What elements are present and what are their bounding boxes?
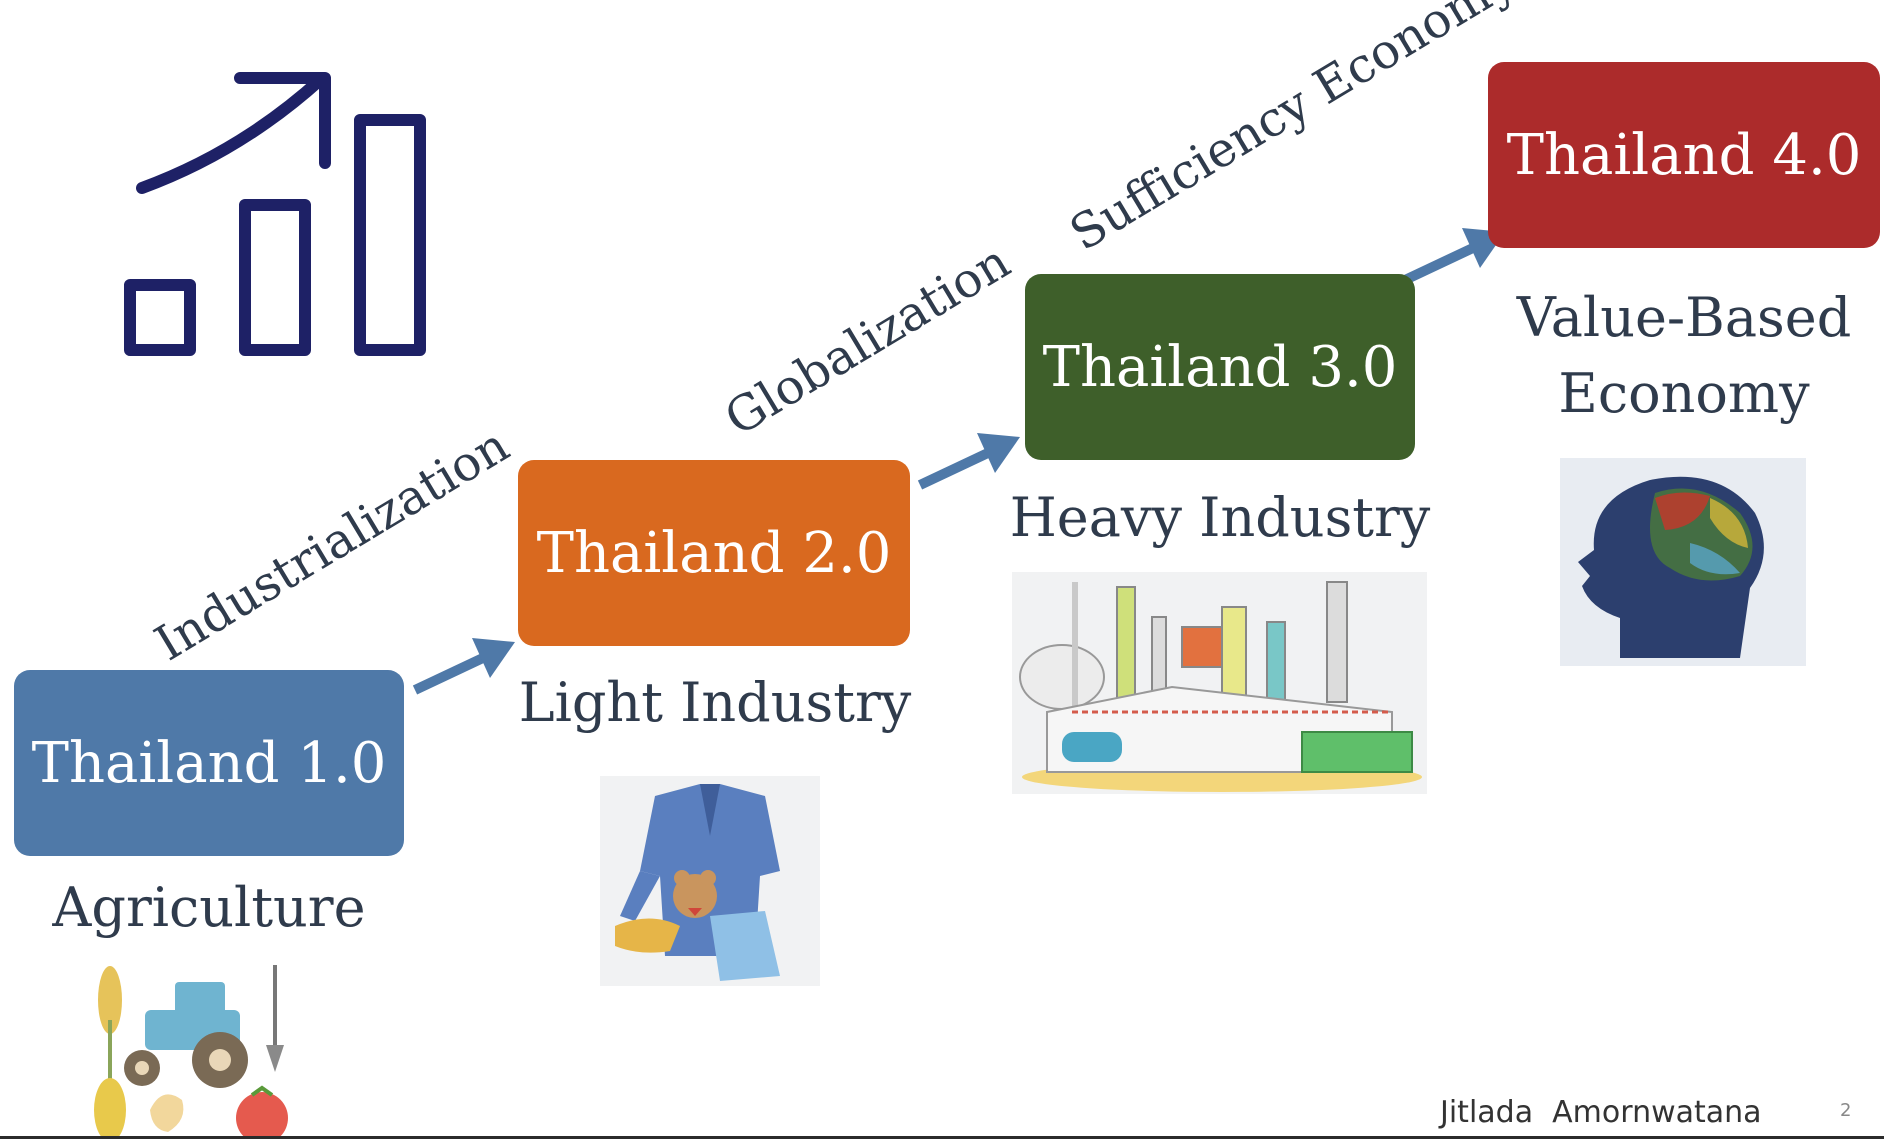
caption-agriculture: Agriculture	[52, 876, 366, 939]
arrow-2-to-3	[917, 433, 1020, 490]
clothing-illustration	[600, 776, 820, 986]
growth-chart-icon	[124, 72, 426, 356]
stage-thailand-1-0: Thailand 1.0	[14, 670, 404, 856]
stage-thailand-3-0: Thailand 3.0	[1025, 274, 1415, 460]
caption-value-based-line1: Value-Based	[1516, 286, 1852, 349]
arrow-1-to-2	[412, 638, 515, 695]
brain-illustration	[1560, 458, 1806, 666]
caption-value-based-line2: Economy	[1558, 361, 1810, 425]
caption-value-based: Value-Based Economy	[1488, 280, 1880, 431]
bottom-border	[0, 1136, 1884, 1139]
footer-page-number: 2	[1840, 1100, 1852, 1121]
caption-heavy-industry: Heavy Industry	[1009, 486, 1431, 549]
agriculture-illustration	[90, 960, 300, 1139]
stage-thailand-4-0: Thailand 4.0	[1488, 62, 1880, 248]
caption-light-industry: Light Industry	[518, 671, 912, 734]
factory-illustration	[1012, 572, 1427, 794]
stage-thailand-2-0: Thailand 2.0	[518, 460, 910, 646]
footer-author: Jitlada Amornwatana	[1440, 1095, 1762, 1130]
